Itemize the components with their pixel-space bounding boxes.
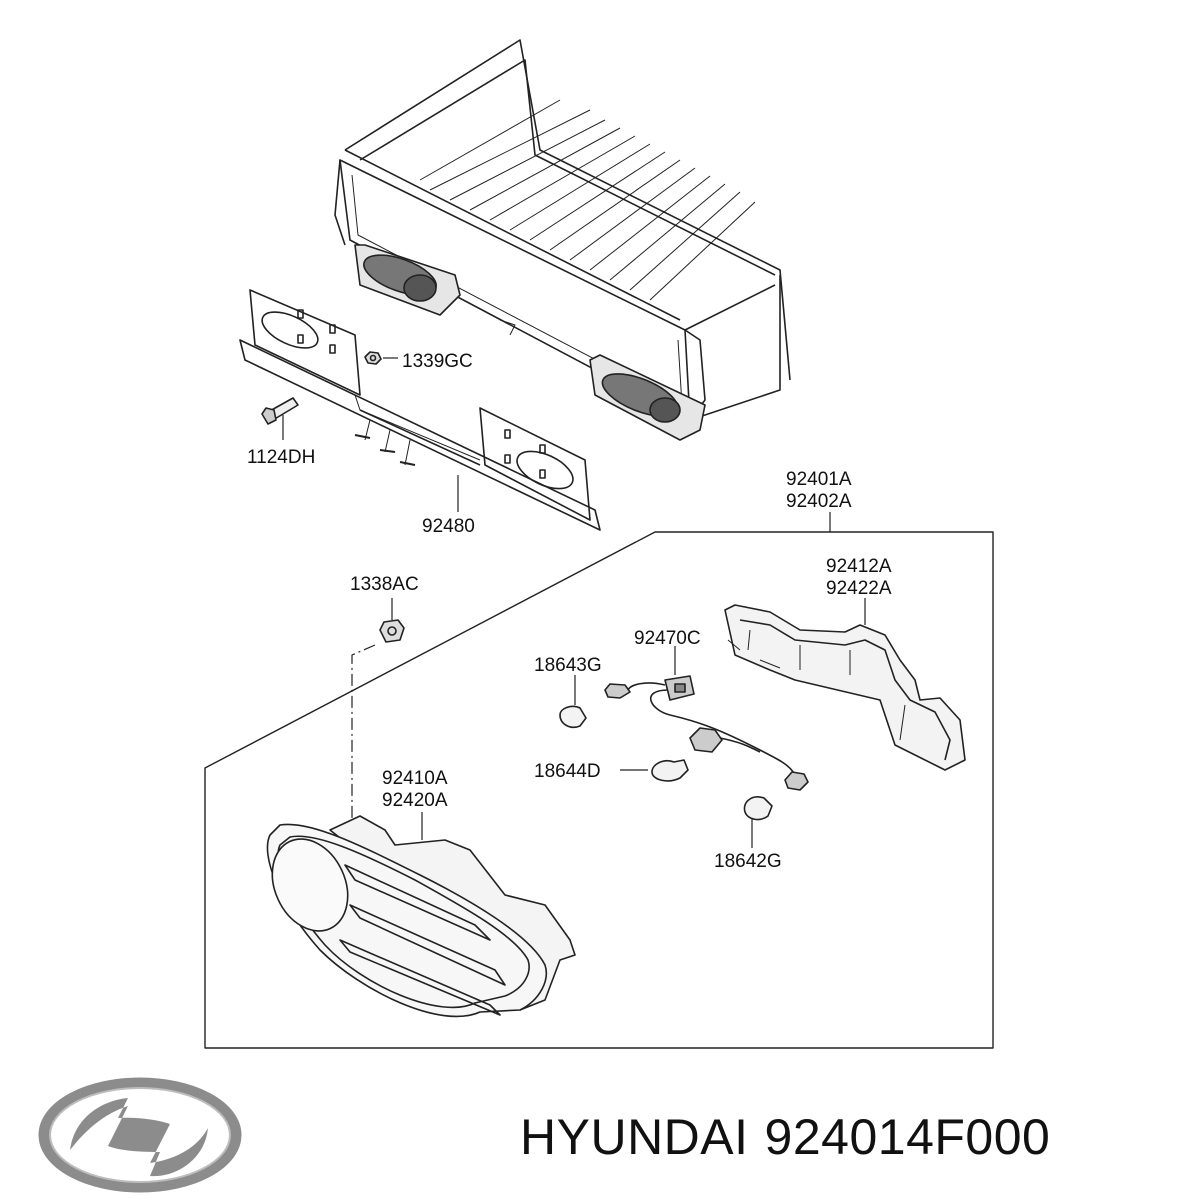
label-92401a: 92401A [786, 469, 852, 490]
label-92412a: 92412A [826, 556, 892, 577]
harness-92470c-illustration [604, 646, 809, 791]
label-92420a: 92420A [382, 790, 448, 811]
label-92410a: 92410A [382, 768, 448, 789]
bulb-18643g-illustration [559, 675, 587, 729]
lens-92410a-illustration [266, 815, 576, 1018]
bulb-18642g-illustration [743, 796, 773, 848]
part-number: 924014F000 [764, 1109, 1051, 1165]
label-92402a: 92402A [786, 491, 852, 512]
label-18642g: 18642G [714, 851, 782, 872]
truck-rear-bed-illustration [334, 39, 791, 441]
housing-92412a-illustration [724, 604, 966, 771]
truck-left-lamp [354, 244, 461, 316]
bolt-1124dh-illustration [261, 397, 299, 440]
bracket-92480-illustration [239, 289, 601, 531]
label-92480: 92480 [422, 516, 475, 537]
label-1124dh: 1124DH [247, 447, 315, 468]
label-92470c: 92470C [634, 628, 701, 649]
label-18643g: 18643G [534, 655, 602, 676]
label-1339gc: 1339GC [402, 351, 473, 372]
truck-right-lamp [589, 354, 706, 441]
nut-1338ac-illustration [351, 598, 405, 820]
brand-name: HYUNDAI [520, 1109, 749, 1165]
hyundai-logo-icon [38, 1077, 242, 1193]
exploded-view-frame [204, 531, 994, 1049]
bulb-18644d-illustration [620, 759, 689, 782]
nut-1339gc-illustration [364, 351, 398, 365]
label-18644d: 18644D [534, 761, 601, 782]
label-1338ac: 1338AC [350, 574, 419, 595]
label-92422a: 92422A [826, 578, 892, 599]
part-title: HYUNDAI 924014F000 [520, 1108, 1050, 1166]
